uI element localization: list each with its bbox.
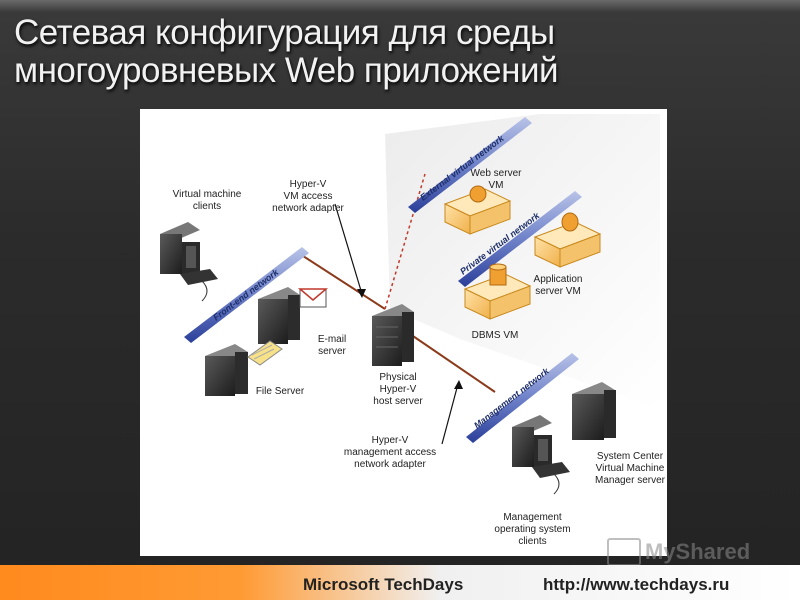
system-center-label: System Center Virtual Machine Manager se… bbox=[594, 451, 666, 486]
top-gloss bbox=[0, 0, 800, 12]
network-diagram: External virtual network Private virtual… bbox=[140, 109, 667, 556]
watermark-text: MyShared bbox=[645, 539, 751, 565]
slide-title: Сетевая конфигурация для среды многоуров… bbox=[14, 14, 784, 90]
presentation-icon bbox=[607, 538, 641, 567]
dbms-vm-label: DBMS VM bbox=[471, 330, 519, 341]
vm-client-workstation-icon bbox=[160, 222, 218, 302]
footer-brand: Microsoft TechDays bbox=[303, 575, 464, 594]
mgmt-adapter-pointer bbox=[441, 383, 459, 445]
system-center-server-icon bbox=[572, 382, 616, 440]
vm-area-shading bbox=[385, 114, 660, 409]
vm-adapter-arrowhead bbox=[357, 289, 366, 298]
application-server-vm-label: Application server VM bbox=[533, 274, 583, 297]
email-server-icon bbox=[258, 287, 329, 344]
vm-access-adapter-label: Hyper-V VM access network adapter bbox=[272, 179, 344, 214]
diagram-drawing: External virtual network Private virtual… bbox=[160, 114, 660, 495]
slide-title-line2: многоуровневых Web приложений bbox=[14, 51, 559, 90]
mgmt-client-workstation-icon bbox=[512, 415, 570, 495]
web-server-vm-icon bbox=[443, 185, 512, 235]
application-server-vm-icon bbox=[533, 212, 602, 268]
cable-frontend-host bbox=[299, 253, 386, 310]
footer-bar bbox=[0, 565, 800, 600]
mgmt-adapter-arrowhead bbox=[454, 380, 463, 389]
slide-title-line1: Сетевая конфигурация для среды bbox=[14, 13, 555, 52]
watermark: MyShared bbox=[607, 538, 772, 568]
footer-url[interactable]: http://www.techdays.ru bbox=[543, 575, 730, 594]
physical-host-icon bbox=[372, 304, 414, 366]
physical-host-label: Physical Hyper-V host server bbox=[373, 372, 423, 407]
file-server-label: File Server bbox=[255, 386, 305, 397]
web-server-vm-label: Web server VM bbox=[470, 168, 522, 191]
mgmt-os-clients-label: Management operating system clients bbox=[494, 512, 571, 547]
dbms-vm-icon bbox=[463, 263, 532, 320]
mgmt-access-adapter-label: Hyper-V management access network adapte… bbox=[343, 435, 437, 470]
vm-clients-label: Virtual machine clients bbox=[172, 189, 242, 212]
cable-host-mgmt bbox=[409, 333, 496, 393]
vm-adapter-pointer bbox=[334, 203, 363, 295]
email-server-label: E-mail server bbox=[317, 334, 347, 357]
file-server-icon bbox=[205, 340, 283, 396]
